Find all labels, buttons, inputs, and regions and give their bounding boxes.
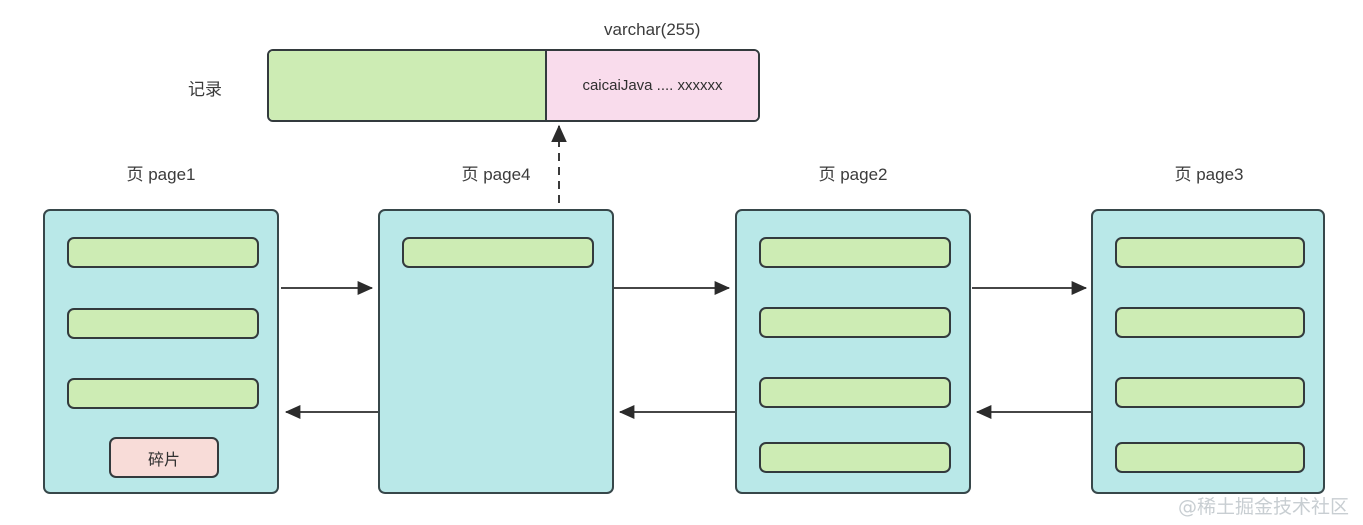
record-label: 记录 [188,80,222,99]
page1-fragment-box: 碎片 [109,437,219,478]
record-box: caicaiJava .... xxxxxx [267,49,760,122]
page3-row-2 [1115,307,1305,338]
page-title-page4: 页 page4 [461,165,531,184]
page2-row-2 [759,307,951,338]
page4-row-1 [402,237,594,268]
page2-row-3 [759,377,951,408]
page3-row-3 [1115,377,1305,408]
page3-row-1 [1115,237,1305,268]
record-overflow-segment: caicaiJava .... xxxxxx [547,51,758,120]
page3-row-4 [1115,442,1305,473]
page2-row-1 [759,237,951,268]
page2-row-4 [759,442,951,473]
varchar-type-label: varchar(255) [604,20,701,39]
page-title-page2: 页 page2 [818,165,888,184]
page1-row-1 [67,237,259,268]
page-title-page3: 页 page3 [1174,165,1244,184]
page1-row-2 [67,308,259,339]
page-box-page1: 碎片 [43,209,279,494]
page-box-page2 [735,209,971,494]
watermark: @稀土掘金技术社区 [1177,496,1349,518]
page1-row-3 [67,378,259,409]
page-title-page1: 页 page1 [126,165,196,184]
record-inline-columns-segment [269,51,547,120]
page-box-page4 [378,209,614,494]
page-box-page3 [1091,209,1325,494]
